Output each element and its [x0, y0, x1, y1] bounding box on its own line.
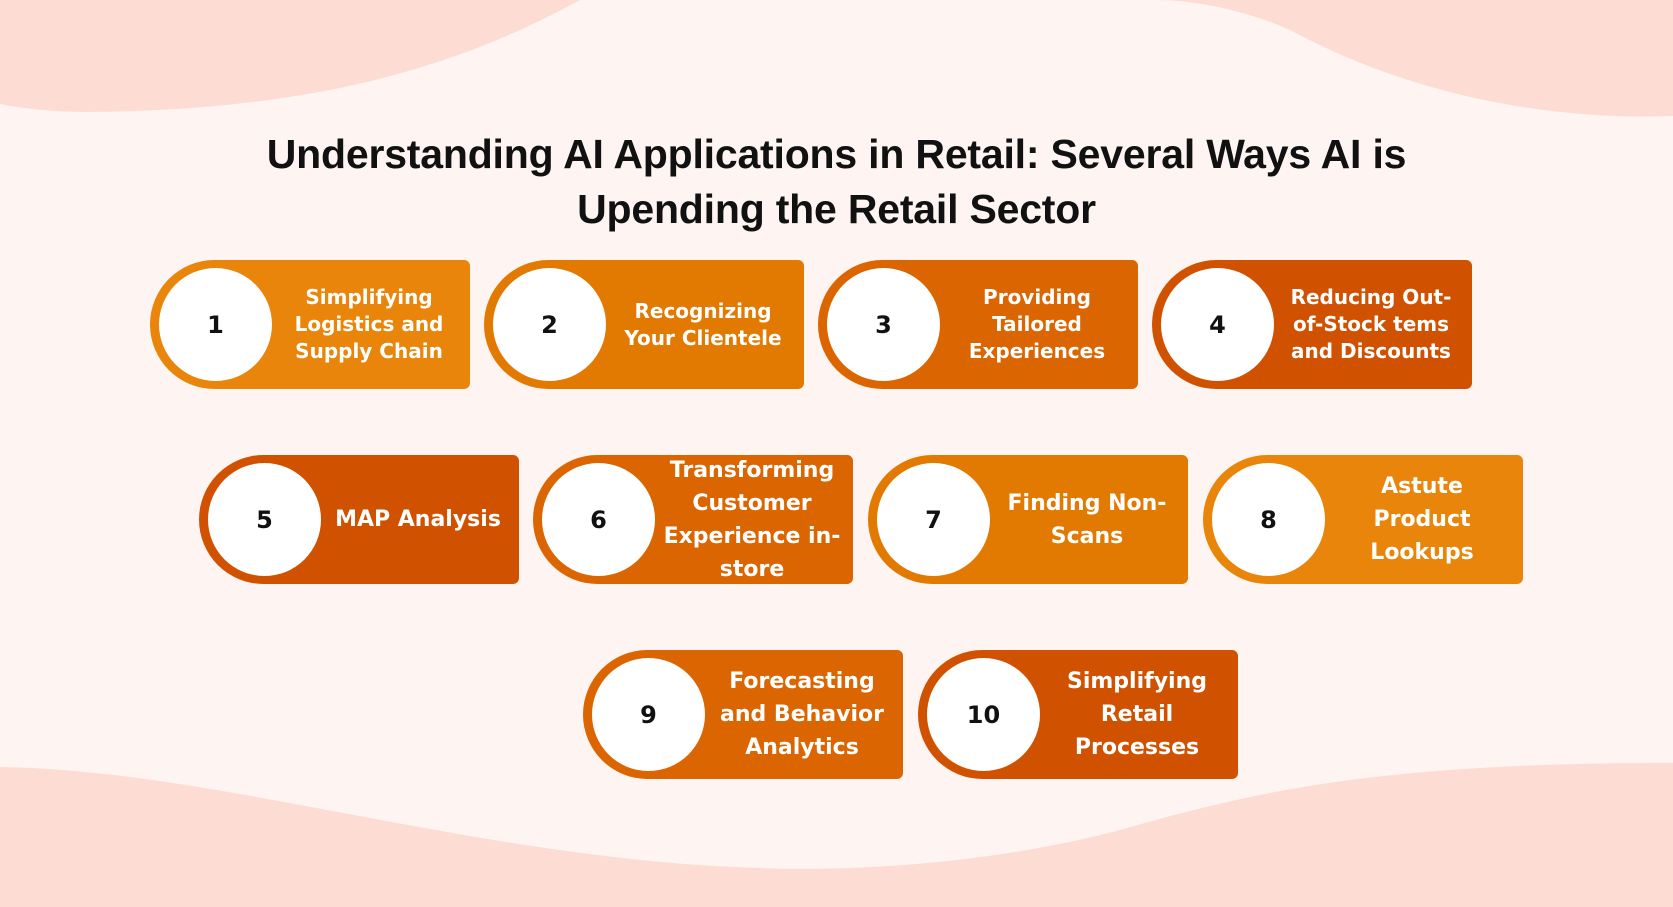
- item-label: MAP Analysis: [335, 507, 501, 532]
- title-line-2: Upending the Retail Sector: [577, 186, 1096, 233]
- number-badge: 3: [827, 268, 940, 381]
- page-title: Understanding AI Applications in Retail:…: [0, 127, 1673, 237]
- top-left-wave: [0, 0, 580, 112]
- item-card-4: 4 Reducing Out-of-Stock tems and Discoun…: [1152, 260, 1472, 389]
- item-label: Finding Non-Scans: [1007, 490, 1167, 549]
- number-badge: 2: [493, 268, 606, 381]
- number-badge: 6: [542, 463, 655, 576]
- number-badge: 4: [1161, 268, 1274, 381]
- item-card-10: 10 Simplifying Retail Processes: [918, 650, 1238, 779]
- item-card-6: 6 Transforming Customer Experience in-st…: [533, 455, 853, 584]
- item-label: Reducing Out-of-Stock tems and Discounts: [1290, 285, 1452, 363]
- item-label: Providing Tailored Experiences: [968, 285, 1106, 363]
- item-label: Simplifying Retail Processes: [1066, 669, 1207, 760]
- number-badge: 10: [927, 658, 1040, 771]
- item-card-9: 9 Forecasting and Behavior Analytics: [583, 650, 903, 779]
- number-badge: 5: [208, 463, 321, 576]
- number-badge: 9: [592, 658, 705, 771]
- bottom-wave: [0, 763, 1673, 907]
- item-label: Simplifying Logistics and Supply Chain: [294, 285, 444, 363]
- item-card-7: 7 Finding Non-Scans: [868, 455, 1188, 584]
- item-card-8: 8 Astute Product Lookups: [1203, 455, 1523, 584]
- item-label: Forecasting and Behavior Analytics: [720, 669, 884, 760]
- number-badge: 8: [1212, 463, 1325, 576]
- item-card-3: 3 Providing Tailored Experiences: [818, 260, 1138, 389]
- title-line-1: Understanding AI Applications in Retail:…: [266, 131, 1407, 178]
- item-card-1: 1 Simplifying Logistics and Supply Chain: [150, 260, 470, 389]
- item-card-2: 2 Recognizing Your Clientele: [484, 260, 804, 389]
- item-card-5: 5 MAP Analysis: [199, 455, 519, 584]
- item-label: Transforming Customer Experience in-stor…: [663, 457, 841, 582]
- item-label: Astute Product Lookups: [1370, 474, 1474, 565]
- item-label: Recognizing Your Clientele: [624, 298, 782, 350]
- top-right-wave: [1155, 0, 1673, 117]
- number-badge: 1: [159, 268, 272, 381]
- number-badge: 7: [877, 463, 990, 576]
